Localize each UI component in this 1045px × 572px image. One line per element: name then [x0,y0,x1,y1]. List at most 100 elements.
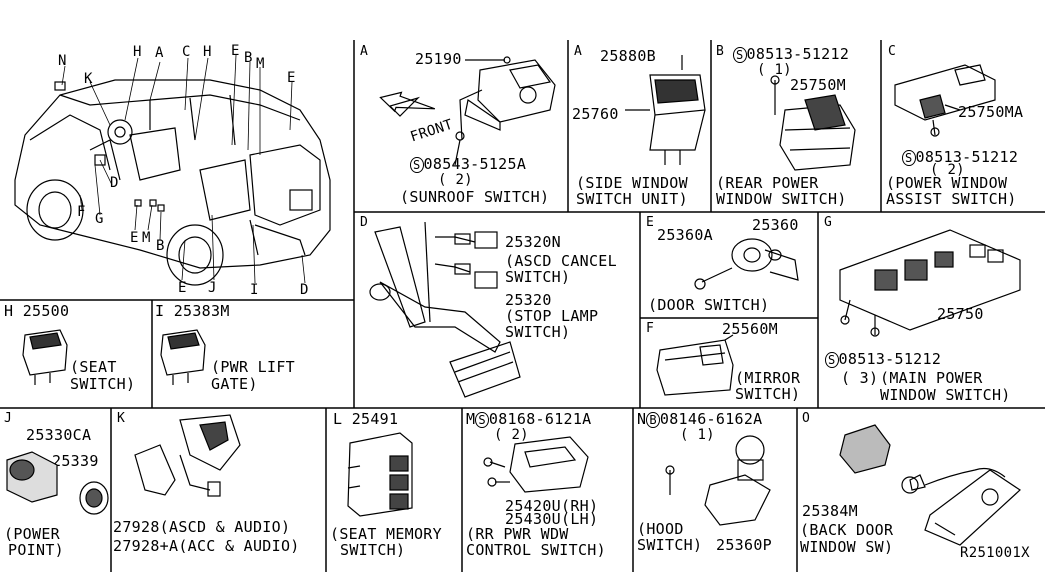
panel-h-letter: H [4,302,14,320]
overview-letter-m2: M [142,230,151,246]
qty-2-sunroof: ( 2) [438,172,473,188]
rr-pwr-wdw-illustration [483,436,589,493]
qty-2-m: ( 2) [494,427,529,443]
screw-08146-6162a: 08146-6162A [659,410,763,428]
part-25491: 25491 [351,410,399,428]
power-point-name2: POINT) [8,541,64,559]
panel-g-letter: G [824,215,832,230]
door-switch-illustration [694,238,799,290]
rr-pwr-name2: CONTROL SWITCH) [466,541,606,559]
overview-letter-g: G [95,211,104,227]
panel-i-letter: I [155,302,165,320]
overview-letter-n: N [58,53,67,69]
qty-1-n: ( 1) [680,427,715,443]
qty-3-g: ( 3) [841,369,879,387]
pwr-lift-gate-illustration [160,329,206,385]
part-25190: 25190 [415,50,462,68]
screw-08543-5125a: 08543-5125A [423,155,527,173]
part-25760: 25760 [572,105,619,123]
vehicle-overview-illustration [14,54,331,286]
stop-lamp-name1: (STOP LAMP [505,307,599,325]
ascd-cancel-name2: SWITCH) [505,268,571,286]
part-25360p: 25360P [716,536,772,554]
sunroof-switch-name: (SUNROOF SWITCH) [400,188,550,206]
s-symbol-m: S [475,412,489,428]
overview-letter-k: K [84,71,93,87]
overview-letter-j: J [208,280,217,296]
overview-letter-d: D [110,175,119,191]
reference-number: R251001X [960,545,1030,561]
overview-letter-i: I [250,282,259,298]
part-25384m: 25384M [802,502,858,520]
pedal-switch-illustration [369,221,521,398]
part-25360a: 25360A [657,226,713,244]
rear-power-window-switch-illustration [770,75,856,171]
hood-switch-name2: SWITCH) [637,536,703,554]
main-power-name2: WINDOW SWITCH) [880,386,1011,404]
pwr-lift-name2: GATE) [211,375,258,393]
steering-switch-illustration [134,414,241,497]
screw-08513-51212-c: 08513-51212 [915,148,1019,166]
seat-switch-illustration [22,329,68,385]
overview-letter-h2: H [203,44,212,60]
assist-name2: ASSIST SWITCH) [886,190,1017,208]
mirror-switch-illustration [656,334,734,396]
hood-switch-illustration [665,435,771,526]
overview-letter-m: M [256,56,265,72]
panel-a-letter: A [360,44,368,59]
panel-d-letter: D [360,215,368,230]
part-25339: 25339 [52,452,99,470]
overview-letter-b: B [244,50,253,66]
seat-switch-name1: (SEAT [70,358,117,376]
main-power-window-switch-illustration [839,229,1021,337]
overview-letter-e4: E [178,280,187,296]
panel-a2-letter: A [574,44,582,59]
overview-letter-b2: B [156,238,165,254]
overview-letter-d2: D [300,282,309,298]
back-door-name1: (BACK DOOR [800,521,894,539]
main-power-name1: (MAIN POWER [880,369,983,387]
overview-letter-h: H [133,44,142,60]
pwr-lift-name1: (PWR LIFT [211,358,295,376]
power-point-illustration [6,451,109,515]
s-symbol: S [410,157,424,173]
qty-1-b: ( 1) [757,62,792,78]
part-25750: 25750 [937,305,984,323]
rear-power-name2: WINDOW SWITCH) [716,190,847,208]
part-25750m: 25750M [790,76,846,94]
k-part-line2: 27928+A(ACC & AUDIO) [113,537,300,555]
part-25320: 25320 [505,291,552,309]
screw-08513-51212-g: 08513-51212 [838,350,942,368]
overview-letter-e2: E [287,70,296,86]
mirror-name1: (MIRROR [735,369,801,387]
part-25430u-lh: 25430U(LH) [505,510,599,528]
side-window-name2: SWITCH UNIT) [576,190,688,208]
back-door-window-sw-illustration [839,424,1021,546]
seat-switch-name2: SWITCH) [70,375,136,393]
screw-08168-6121a: 08168-6121A [488,410,592,428]
seat-memory-name2: SWITCH) [340,541,406,559]
screw-08513-51212-b: 08513-51212 [746,45,850,63]
overview-letter-e3: E [130,230,139,246]
qty-2-c: ( 2) [930,162,965,178]
k-part-line1: 27928(ASCD & AUDIO) [113,518,291,536]
part-25383m: 25383M [173,302,230,320]
overview-letter-f: F [77,204,86,220]
panel-n-letter: N [637,410,647,428]
part-25360: 25360 [752,216,799,234]
assist-name1: (POWER WINDOW [886,174,1008,192]
rear-power-name1: (REAR POWER [716,174,819,192]
part-25320n: 25320N [505,233,561,251]
part-25330ca: 25330CA [26,426,92,444]
part-25750ma: 25750MA [958,103,1024,121]
panel-o-letter: O [802,411,810,426]
overview-letter-e: E [231,43,240,59]
overview-letter-a: A [155,45,164,61]
side-window-switch-illustration [625,55,706,165]
panel-l-letter: L [333,410,343,428]
s-symbol-g: S [825,352,839,368]
door-switch-name: (DOOR SWITCH) [648,296,770,314]
overview-letter-c: C [182,44,191,60]
seat-memory-switch-illustration [347,432,413,517]
